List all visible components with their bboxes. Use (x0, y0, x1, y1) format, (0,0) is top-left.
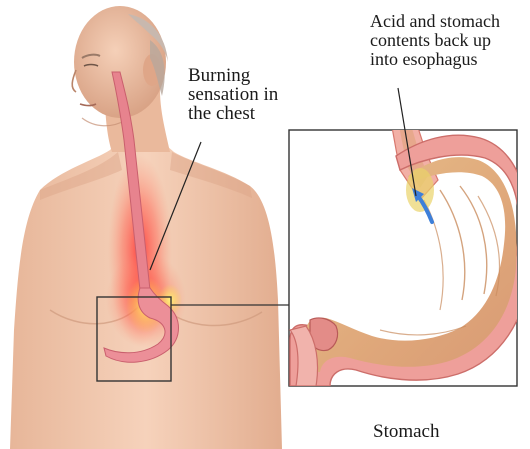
mouth (80, 104, 96, 106)
acid-line-2: contents back up (370, 31, 500, 50)
acid-reflux-area (406, 168, 434, 212)
burning-line-2: sensation in (188, 85, 278, 104)
burning-line-3: the chest (188, 104, 278, 123)
acid-line-3: into esophagus (370, 50, 500, 69)
acid-reflux-label: Acid and stomach contents back up into e… (370, 12, 500, 69)
burning-sensation-label: Burning sensation in the chest (188, 66, 278, 123)
acid-line-1: Acid and stomach (370, 12, 500, 31)
nose (72, 70, 76, 92)
burning-line-1: Burning (188, 66, 278, 85)
stomach-label: Stomach (373, 422, 440, 441)
